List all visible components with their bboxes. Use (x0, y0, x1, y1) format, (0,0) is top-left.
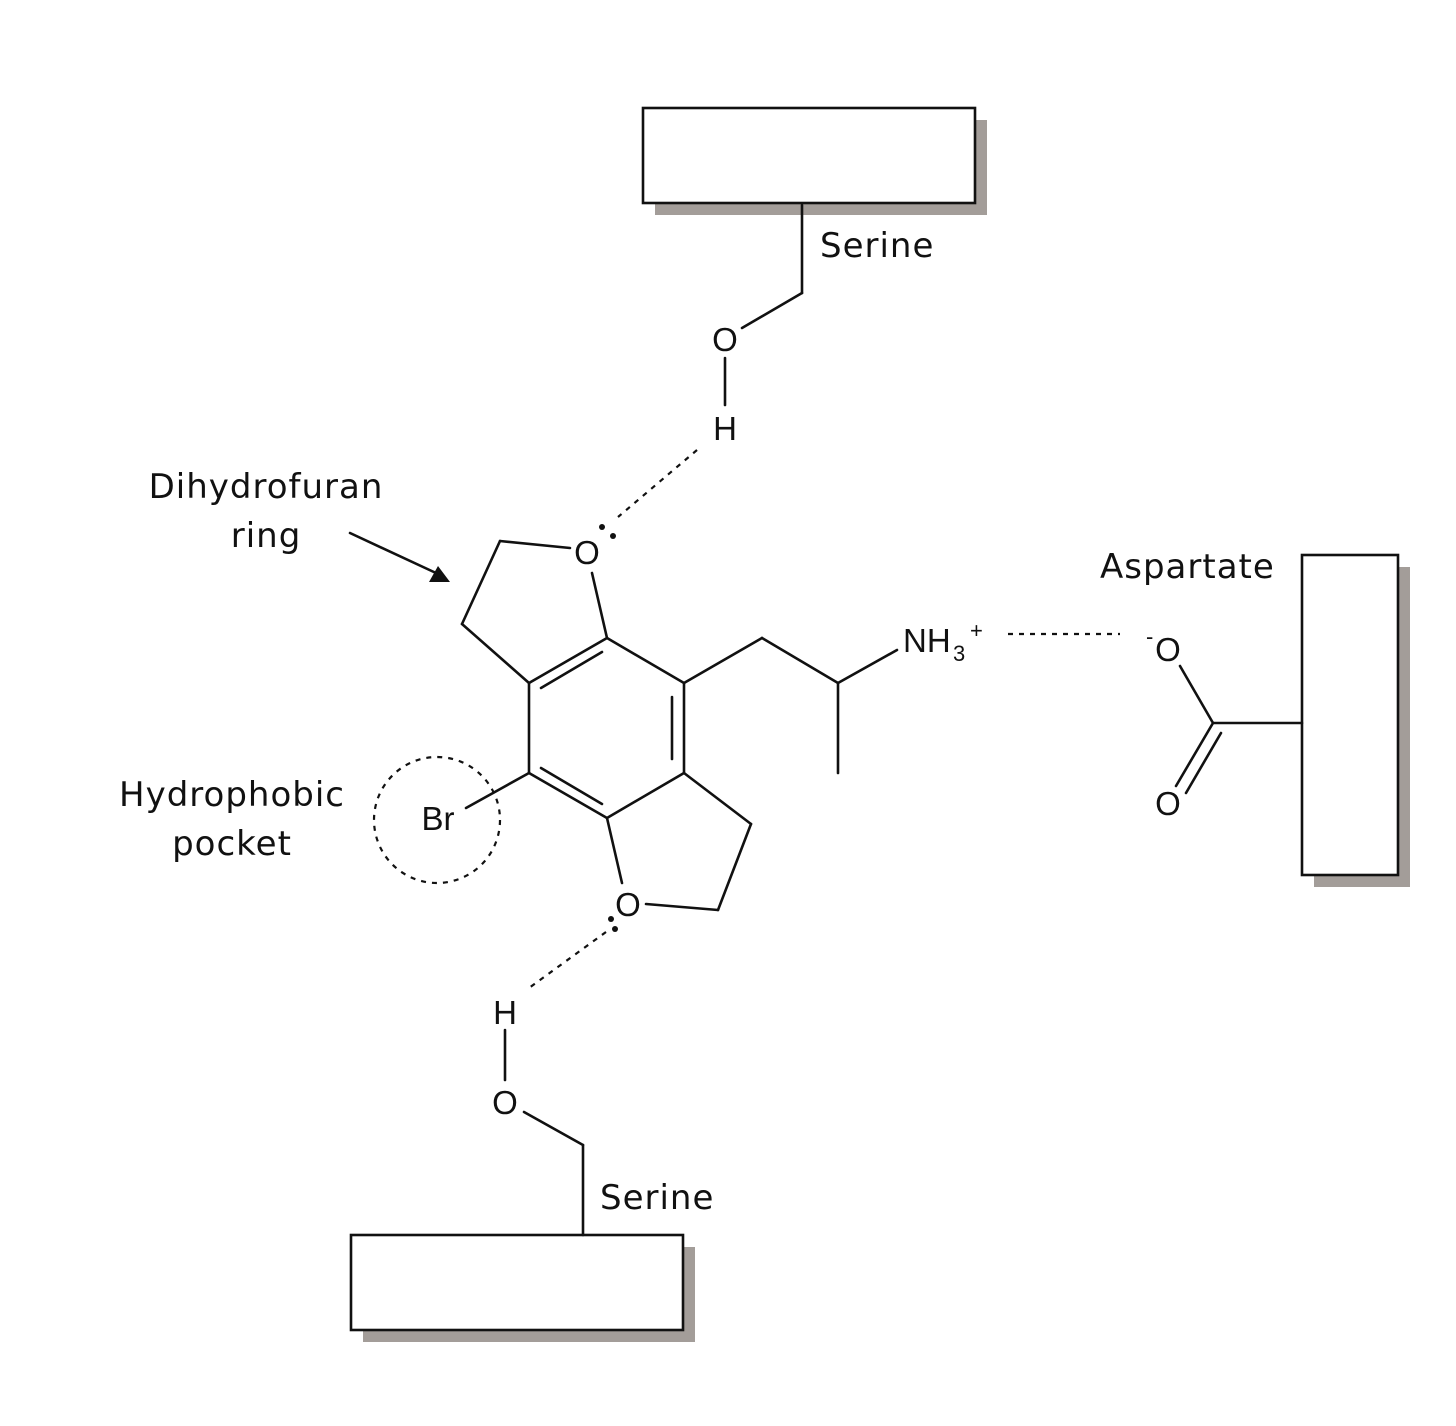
serine-bottom-label: Serine (600, 1178, 714, 1218)
molecule-skeleton (460, 539, 899, 912)
ammonium-charge: + (970, 618, 983, 643)
carboxylate-charge: - (1146, 624, 1153, 649)
hydrophobic-label-line1: Hydrophobic (119, 775, 345, 815)
carboxylate-oxygen-anion: - O (1146, 624, 1181, 668)
dihydrofuran-label-line2: ring (231, 516, 302, 556)
dihydrofuran-arrow-line (348, 531, 438, 575)
aspartate-label: Aspartate (1100, 547, 1275, 587)
serine-bottom-residue (349, 1233, 695, 1342)
serine-bottom-side-chain (503, 1028, 585, 1237)
hydrogen-bond-bottom (528, 931, 607, 989)
hydrophobic-pocket-circle (372, 755, 502, 885)
carboxylate-oxygen-single: O (1155, 631, 1181, 668)
lone-pair-dot (612, 926, 618, 932)
ammonium-group: NH 3 + (903, 618, 983, 666)
dihydrofuran-arrow-head (429, 566, 450, 582)
lone-pair-dot (608, 916, 614, 922)
ammonium-nh: NH (903, 622, 951, 659)
serine-top-residue (641, 106, 987, 215)
ring-oxygen-bottom: O (615, 886, 641, 923)
serine-bottom-hydrogen: H (493, 994, 517, 1031)
carboxylate-oxygen-double: O (1155, 785, 1181, 822)
serine-top-oxygen: O (712, 321, 738, 358)
lone-pair-dot (599, 524, 605, 530)
hydrophobic-label-line2: pocket (172, 824, 292, 864)
serine-bottom-oxygen: O (492, 1084, 518, 1121)
aspartate-residue (1300, 553, 1410, 887)
aspartate-box (1300, 553, 1400, 877)
lone-pair-dot (610, 533, 616, 539)
hydrogen-bond-top (617, 449, 698, 518)
ammonium-subscript: 3 (953, 641, 965, 666)
serine-bottom-box (349, 1233, 685, 1332)
ring-oxygen-top: O (574, 534, 600, 571)
aspartate-carboxylate (1174, 664, 1304, 795)
serine-top-side-chain (723, 203, 804, 407)
serine-top-label: Serine (820, 226, 934, 266)
bromine-atom: Br (422, 800, 455, 837)
serine-top-box (641, 106, 977, 205)
serine-top-hydrogen: H (713, 410, 737, 447)
dihydrofuran-label-line1: Dihydrofuran (149, 467, 384, 507)
